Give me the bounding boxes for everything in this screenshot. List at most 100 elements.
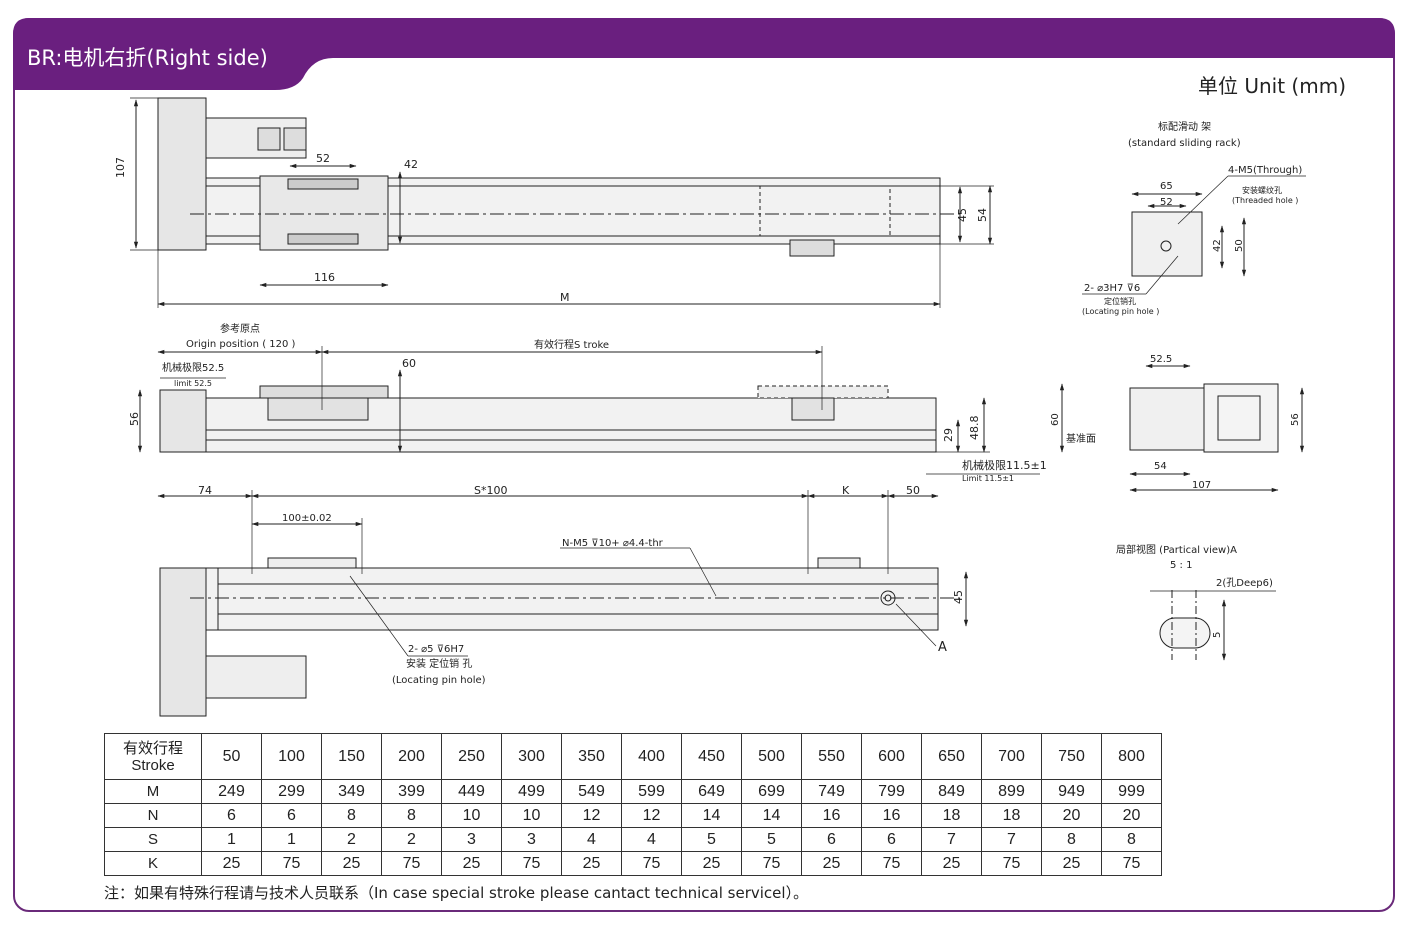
- table-cell: 6: [201, 803, 262, 828]
- rack-title-en: (standard sliding rack): [1128, 138, 1241, 149]
- unit-label: 单位 Unit (mm): [1198, 74, 1346, 98]
- table-cell: 699: [741, 779, 802, 804]
- side-dim-107: 107: [1192, 480, 1211, 491]
- table-cell: 3: [441, 827, 502, 852]
- pin-label: 2- ⌀5 ⊽6H7: [408, 644, 464, 655]
- table-cell: 7: [981, 827, 1042, 852]
- front-view: [137, 346, 1040, 475]
- stroke-value-cell: 650: [921, 733, 982, 780]
- stroke-value-cell: 100: [261, 733, 322, 780]
- stroke-value-cell: 450: [681, 733, 742, 780]
- table-cell: 349: [321, 779, 382, 804]
- table-cell: 749: [801, 779, 862, 804]
- table-cell: 75: [1101, 851, 1162, 876]
- dim-45-bottom: 45: [952, 590, 965, 604]
- stroke-value-cell: 400: [621, 733, 682, 780]
- stroke-value-cell: 550: [801, 733, 862, 780]
- table-cell: 14: [741, 803, 802, 828]
- table-cell: 249: [201, 779, 262, 804]
- dim-M: M: [560, 291, 570, 304]
- partial-title: 局部视图 (Partical view)A: [1116, 543, 1237, 556]
- stroke-value-cell: 800: [1101, 733, 1162, 780]
- stroke-value-cell: 750: [1041, 733, 1102, 780]
- stroke-header-cn: 有效行程: [122, 739, 183, 757]
- table-cell: 8: [321, 803, 382, 828]
- rack-dim-50: 50: [1234, 239, 1245, 252]
- table-cell: 2: [381, 827, 442, 852]
- thread-label: 4-M5(Through): [1228, 165, 1302, 176]
- table-cell: 10: [441, 803, 502, 828]
- nm5-label: N-M5 ⊽10+ ⌀4.4-thr: [562, 538, 664, 549]
- stroke-value-cell: 300: [501, 733, 562, 780]
- thread-en: (Threaded hole ): [1232, 196, 1298, 205]
- table-cell: 12: [561, 803, 622, 828]
- row-label: S: [104, 827, 202, 852]
- dim-60-front: 60: [402, 357, 416, 370]
- table-cell: 25: [801, 851, 862, 876]
- dim-s100: S*100: [474, 484, 507, 497]
- table-cell: 14: [681, 803, 742, 828]
- partial-dim-5: 5: [1212, 632, 1223, 638]
- dim-52: 52: [316, 152, 330, 165]
- pin-cn: 安装 定位销 孔: [406, 657, 472, 670]
- table-cell: 6: [861, 827, 922, 852]
- row-label: M: [104, 779, 202, 804]
- rack-title-cn: 标配滑动 架: [1158, 121, 1211, 133]
- table-cell: 7: [921, 827, 982, 852]
- table-cell: 5: [681, 827, 742, 852]
- pin-en: (Locating pin hole): [392, 675, 486, 686]
- table-cell: 18: [921, 803, 982, 828]
- table-cell: 599: [621, 779, 682, 804]
- table-cell: 75: [861, 851, 922, 876]
- rack-pin-en: (Locating pin hole ): [1082, 307, 1159, 316]
- row-label: N: [104, 803, 202, 828]
- footnote: 注：如果有特殊行程请与技术人员联系（In case special stroke…: [104, 884, 809, 902]
- dim-50-bottom: 50: [906, 484, 920, 497]
- table-cell: 4: [561, 827, 622, 852]
- dim-42: 42: [404, 158, 418, 171]
- table-cell: 75: [381, 851, 442, 876]
- table-cell: 25: [681, 851, 742, 876]
- table-cell: 25: [561, 851, 622, 876]
- datum-label: 基准面: [1066, 432, 1096, 445]
- table-cell: 899: [981, 779, 1042, 804]
- table-cell: 4: [621, 827, 682, 852]
- rack-pin-cn: 定位销孔: [1104, 296, 1136, 306]
- dim-56-front: 56: [128, 412, 141, 426]
- partial-scale: 5 : 1: [1170, 560, 1192, 571]
- origin-cn: 参考原点: [220, 322, 260, 335]
- dim-29: 29: [942, 428, 955, 442]
- stroke-value-cell: 600: [861, 733, 922, 780]
- table-cell: 299: [261, 779, 322, 804]
- rack-dim-52: 52: [1160, 197, 1173, 208]
- table-cell: 999: [1101, 779, 1162, 804]
- page-title: BR:电机右折(Right side): [27, 46, 268, 70]
- table-cell: 18: [981, 803, 1042, 828]
- row-label: K: [104, 851, 202, 876]
- side-dim-56: 56: [1290, 413, 1301, 426]
- table-cell: 949: [1041, 779, 1102, 804]
- stroke-value-cell: 500: [741, 733, 802, 780]
- dim-54-top: 54: [976, 208, 989, 222]
- table-cell: 75: [741, 851, 802, 876]
- table-cell: 499: [501, 779, 562, 804]
- bottom-view: [157, 490, 969, 717]
- table-cell: 1: [201, 827, 262, 852]
- table-cell: 399: [381, 779, 442, 804]
- limit-right-cn: 机械极限11.5±1: [962, 458, 1047, 472]
- table-cell: 25: [201, 851, 262, 876]
- stroke-value-cell: 200: [381, 733, 442, 780]
- dim-116: 116: [314, 271, 335, 284]
- dim-45-top: 45: [956, 208, 969, 222]
- dim-height-107: 107: [114, 157, 127, 178]
- stroke-header-en: Stroke: [131, 756, 175, 774]
- stroke-value-cell: 250: [441, 733, 502, 780]
- table-cell: 1: [261, 827, 322, 852]
- stroke-value-cell: 50: [201, 733, 262, 780]
- table-cell: 25: [321, 851, 382, 876]
